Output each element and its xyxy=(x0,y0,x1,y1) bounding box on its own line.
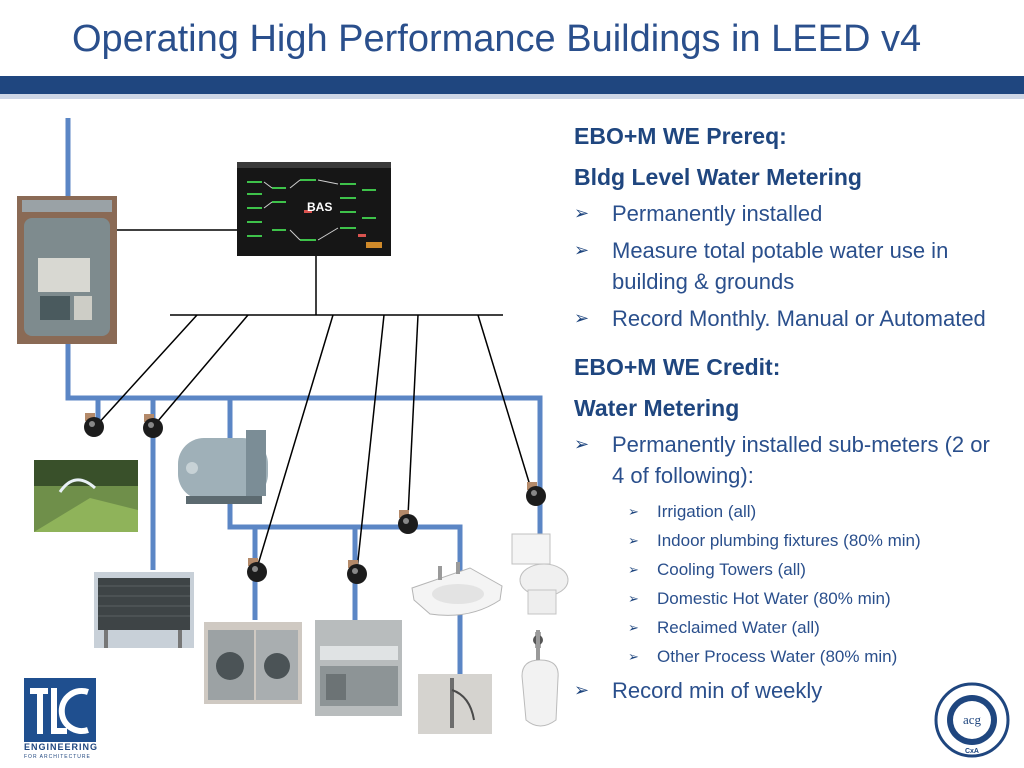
prereq-bullet: ➢Permanently installed xyxy=(574,198,994,229)
credit-sub-bullet: ➢Domestic Hot Water (80% min) xyxy=(574,584,994,613)
credit-sub-bullet: ➢Reclaimed Water (all) xyxy=(574,613,994,642)
arrow-bullet-icon: ➢ xyxy=(574,680,590,700)
credit-sub-bullet: ➢Indoor plumbing fixtures (80% min) xyxy=(574,526,994,555)
credit-bullet: ➢Permanently installed sub-meters (2 or … xyxy=(574,429,994,491)
title-bar-shadow xyxy=(0,94,1024,99)
content-panel: EBO+M WE Prereq: Bldg Level Water Meteri… xyxy=(574,116,994,712)
urinal-image xyxy=(521,630,559,727)
arrow-bullet-icon: ➢ xyxy=(574,308,590,328)
kitchen-image xyxy=(315,620,402,716)
arrow-bullet-icon: ➢ xyxy=(628,620,639,635)
credit-bullet: ➢Record min of weekly xyxy=(574,675,994,706)
arrow-bullet-icon: ➢ xyxy=(574,434,590,454)
irrigation-image xyxy=(34,460,138,532)
prereq-heading: EBO+M WE Prereq: xyxy=(574,123,787,149)
seal-bottom: CxA xyxy=(965,748,979,755)
cooling-tower-image xyxy=(94,572,194,648)
title-bar xyxy=(0,76,1024,94)
arrow-bullet-icon: ➢ xyxy=(628,504,639,519)
arrow-bullet-icon: ➢ xyxy=(574,203,590,223)
shower-image xyxy=(418,674,492,734)
prereq-bullet: ➢Record Monthly. Manual or Automated xyxy=(574,303,994,334)
water-metering-diagram: BAS xyxy=(17,118,569,734)
tlc-logo xyxy=(24,678,96,742)
laundry-image xyxy=(204,622,302,704)
arrow-bullet-icon: ➢ xyxy=(574,240,590,260)
bas-label: BAS xyxy=(307,200,332,214)
credit-sub-bullet: ➢Cooling Towers (all) xyxy=(574,555,994,584)
arrow-bullet-icon: ➢ xyxy=(628,533,639,548)
logo-line1: ENGINEERING xyxy=(24,742,99,752)
sink-image xyxy=(411,562,503,616)
arrow-bullet-icon: ➢ xyxy=(628,649,639,664)
acg-seal: acg CxA xyxy=(934,682,1010,758)
credit-sub-bullet: ➢Irrigation (all) xyxy=(574,497,994,526)
credit-subheading: Water Metering xyxy=(574,395,740,421)
bas-screen xyxy=(237,162,391,256)
arrow-bullet-icon: ➢ xyxy=(628,562,639,577)
prereq-bullet: ➢Measure total potable water use in buil… xyxy=(574,235,994,297)
toilet-image xyxy=(511,533,569,615)
arrow-bullet-icon: ➢ xyxy=(628,591,639,606)
credit-sub-bullet: ➢Other Process Water (80% min) xyxy=(574,642,994,671)
logo-line2: FOR ARCHITECTURE xyxy=(24,754,91,760)
slide-title: Operating High Performance Buildings in … xyxy=(72,18,922,60)
main-meter-image xyxy=(17,196,117,344)
seal-center: acg xyxy=(963,712,982,727)
credit-heading: EBO+M WE Credit: xyxy=(574,354,781,380)
boiler-image xyxy=(178,430,268,504)
prereq-subheading: Bldg Level Water Metering xyxy=(574,164,862,190)
logo-caption: ENGINEERING FOR ARCHITECTURE xyxy=(24,742,104,762)
signal-lines xyxy=(95,229,533,571)
